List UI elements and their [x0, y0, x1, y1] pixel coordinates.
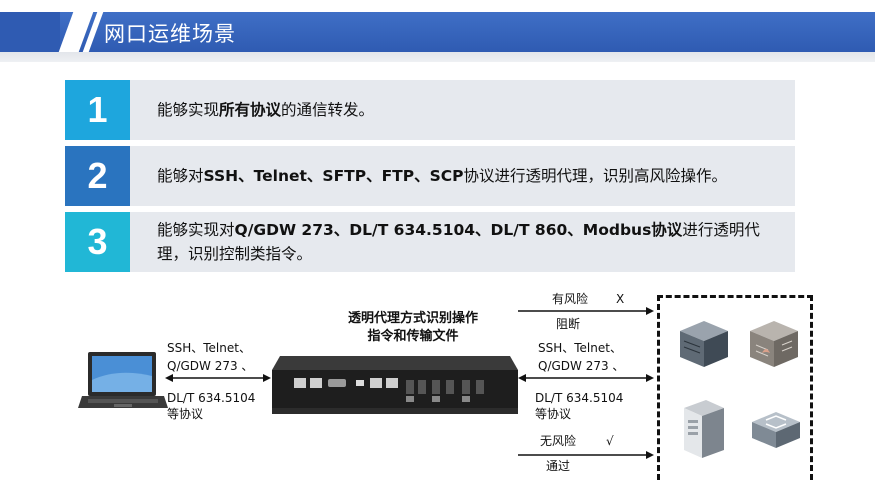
- header-blue-band: [60, 12, 875, 52]
- device-caption-line2: 指令和传输文件: [367, 329, 459, 344]
- header-left-block: [0, 12, 70, 52]
- no-risk-action: 通过: [546, 459, 571, 473]
- page-title: 网口运维场景: [104, 22, 236, 46]
- left-protocol-line3: DL/T 634.5104: [167, 391, 256, 405]
- left-protocol-line1: SSH、Telnet、: [167, 341, 251, 355]
- feature-text-2: 能够对SSH、Telnet、SFTP、FTP、SCP协议进行透明代理，识别高风险…: [157, 167, 728, 185]
- feature-number-1: 1: [65, 80, 130, 140]
- server-rack-icon: [680, 321, 728, 367]
- risk-arrow: [518, 307, 654, 315]
- slide-header: 网口运维场景: [0, 0, 875, 62]
- risk-label: 有风险: [552, 292, 589, 306]
- no-risk-pass-mark: √: [606, 434, 614, 448]
- right-protocol-line1: SSH、Telnet、: [538, 341, 622, 355]
- proxy-device-icon: [272, 356, 518, 414]
- left-protocol-line2: Q/GDW 273 、: [167, 359, 254, 373]
- laptop-icon: [78, 352, 168, 408]
- target-devices-box: [657, 295, 813, 480]
- risk-action: 阻断: [556, 317, 581, 331]
- network-diagram: SSH、Telnet、 Q/GDW 273 、 DL/T 634.5104 等协…: [0, 280, 875, 480]
- feature-number-2: 2: [65, 146, 130, 206]
- right-protocol-line2: Q/GDW 273 、: [538, 359, 625, 373]
- feature-row-3: 3 能够实现对Q/GDW 273、DL/T 634.5104、DL/T 860、…: [65, 212, 795, 272]
- right-protocol-line3: DL/T 634.5104: [535, 391, 624, 405]
- no-risk-arrow: [518, 451, 654, 459]
- risk-blocked-mark: X: [616, 292, 625, 306]
- no-risk-label: 无风险: [540, 434, 577, 448]
- feature-number-3: 3: [65, 212, 130, 272]
- device-caption-line1: 透明代理方式识别操作: [347, 311, 478, 326]
- firewall-icon: [750, 321, 798, 367]
- right-bidirectional-arrow: [518, 374, 654, 382]
- right-protocol-line4: 等协议: [535, 407, 572, 421]
- left-bidirectional-arrow: [165, 374, 271, 382]
- feature-text-3: 能够实现对Q/GDW 273、DL/T 634.5104、DL/T 860、Mo…: [157, 221, 760, 263]
- left-protocol-line4: 等协议: [167, 407, 204, 421]
- feature-row-1: 1 能够实现所有协议的通信转发。: [65, 80, 795, 140]
- network-switch-icon: [752, 412, 800, 448]
- tower-server-icon: [684, 400, 724, 458]
- feature-row-2: 2 能够对SSH、Telnet、SFTP、FTP、SCP协议进行透明代理，识别高…: [65, 146, 795, 206]
- feature-text-1: 能够实现所有协议的通信转发。: [157, 101, 375, 119]
